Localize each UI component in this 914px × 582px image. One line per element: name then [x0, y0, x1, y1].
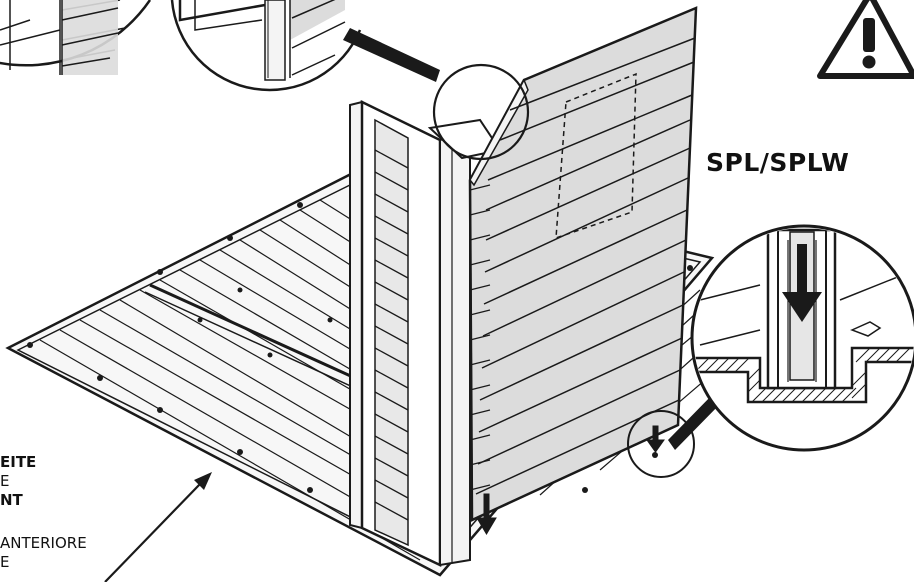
groove-leader [668, 392, 722, 450]
insert-arrow-icon [782, 244, 822, 322]
side-text-line-1: EITE [0, 453, 37, 471]
corner-post [349, 100, 502, 567]
down-arrow-icon [476, 493, 497, 535]
panel-rail [469, 184, 491, 491]
side-text-line-2: E [0, 472, 10, 490]
pointer-arrow-icon [104, 472, 212, 582]
groove-detail-circle [627, 410, 695, 478]
corner-detail-circle [432, 63, 530, 161]
detail-magnifier-center [170, 0, 362, 92]
down-arrow-icon [646, 425, 665, 453]
side-text-line-4: ANTERIORE [0, 534, 87, 552]
side-text-line-3: NT [0, 491, 23, 509]
groove-magnifier [690, 224, 914, 452]
detail-magnifier-left [0, 0, 152, 75]
magnifier-leader [343, 28, 440, 82]
model-label: SPL/SPLW [706, 148, 850, 177]
warning-triangle-icon [817, 0, 914, 79]
side-text-line-5: E [0, 553, 10, 571]
